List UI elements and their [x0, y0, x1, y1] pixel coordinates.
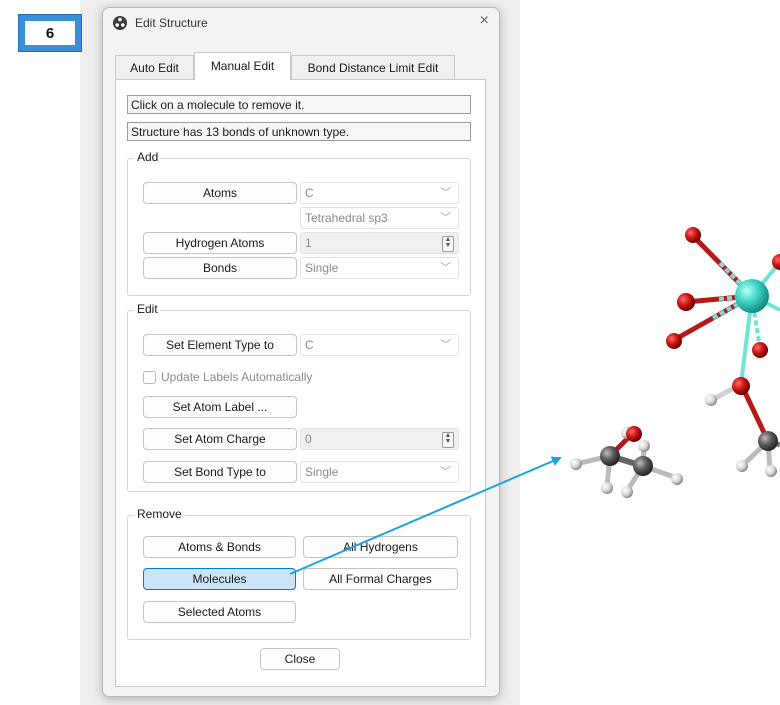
status-text: Structure has 13 bonds of unknown type.	[127, 122, 471, 141]
edit-structure-dialog: Edit Structure × Auto Edit Manual Edit B…	[102, 7, 500, 697]
bond-type-select[interactable]: Single ﹀	[300, 257, 459, 279]
chevron-down-icon: ﹀	[440, 339, 451, 351]
tab-bond-distance-limit-edit[interactable]: Bond Distance Limit Edit	[291, 55, 455, 79]
add-group: Add	[127, 150, 471, 296]
atom-geometry-value: Tetrahedral sp3	[305, 211, 388, 225]
set-element-type-value: C	[305, 338, 314, 352]
update-labels-label: Update Labels Automatically	[161, 370, 313, 384]
atom-element-value: C	[305, 186, 314, 200]
edit-group-title: Edit	[134, 302, 161, 316]
left-margin	[0, 0, 80, 705]
app-icon	[113, 16, 127, 30]
title-bar[interactable]: Edit Structure ×	[103, 8, 499, 38]
add-bonds-button[interactable]: Bonds	[143, 257, 297, 279]
remove-selected-atoms-button[interactable]: Selected Atoms	[143, 601, 296, 623]
remove-group-title: Remove	[134, 507, 185, 521]
add-hydrogen-atoms-button[interactable]: Hydrogen Atoms	[143, 232, 297, 254]
atom-element-select[interactable]: C ﹀	[300, 182, 459, 204]
close-icon[interactable]: ×	[479, 12, 489, 29]
ethanol-molecule[interactable]	[570, 426, 683, 498]
hydrogen-count-value: 1	[305, 236, 312, 250]
add-atoms-button[interactable]: Atoms	[143, 182, 297, 204]
chevron-down-icon: ﹀	[440, 466, 451, 478]
step-badge: 6	[18, 14, 82, 52]
remove-all-hydrogens-button[interactable]: All Hydrogens	[303, 536, 458, 558]
remove-atoms-bonds-button[interactable]: Atoms & Bonds	[143, 536, 296, 558]
spin-arrows-icon[interactable]: ▲▼	[442, 236, 454, 252]
hydrogen-count-spinbox[interactable]: 1 ▲▼	[300, 232, 459, 254]
set-bond-type-button[interactable]: Set Bond Type to	[143, 461, 297, 483]
step-number: 6	[25, 21, 75, 45]
set-atom-label-button[interactable]: Set Atom Label ...	[143, 396, 297, 418]
tab-auto-edit[interactable]: Auto Edit	[115, 55, 194, 79]
metal-complex[interactable]	[666, 227, 780, 477]
set-element-type-select[interactable]: C ﹀	[300, 334, 459, 356]
update-labels-checkbox[interactable]	[143, 371, 156, 384]
remove-all-formal-charges-button[interactable]: All Formal Charges	[303, 568, 458, 590]
set-bond-type-value: Single	[305, 465, 339, 479]
atom-charge-value: 0	[305, 432, 312, 446]
chevron-down-icon: ﹀	[440, 262, 451, 274]
add-group-title: Add	[134, 150, 162, 164]
set-element-type-button[interactable]: Set Element Type to	[143, 334, 297, 356]
instruction-text: Click on a molecule to remove it.	[127, 95, 471, 114]
atom-charge-spinbox[interactable]: 0 ▲▼	[300, 428, 459, 450]
set-atom-charge-button[interactable]: Set Atom Charge	[143, 428, 297, 450]
window-title: Edit Structure	[135, 16, 208, 30]
chevron-down-icon: ﹀	[440, 212, 451, 224]
set-bond-type-select[interactable]: Single ﹀	[300, 461, 459, 483]
remove-molecules-button[interactable]: Molecules	[143, 568, 296, 590]
chevron-down-icon: ﹀	[440, 187, 451, 199]
atom-geometry-select[interactable]: Tetrahedral sp3 ﹀	[300, 207, 459, 229]
close-button[interactable]: Close	[260, 648, 340, 670]
spin-arrows-icon[interactable]: ▲▼	[442, 432, 454, 448]
tab-manual-edit[interactable]: Manual Edit	[194, 52, 291, 80]
bond-type-value: Single	[305, 261, 339, 275]
